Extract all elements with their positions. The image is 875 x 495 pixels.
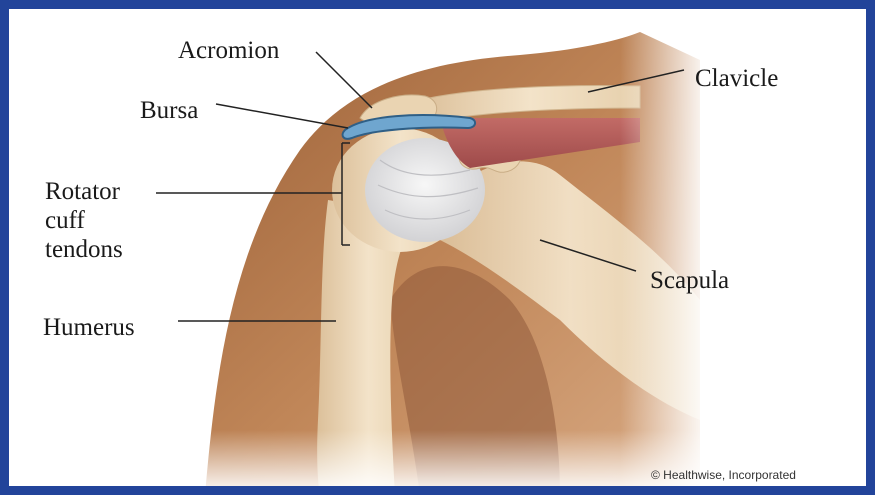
label-rotator-line2: cuff	[45, 206, 85, 235]
label-acromion: Acromion	[178, 37, 279, 65]
label-clavicle: Clavicle	[695, 65, 778, 93]
label-rotator-line1: Rotator	[45, 177, 120, 206]
copyright-credit: © Healthwise, Incorporated	[651, 468, 796, 482]
label-rotator-line3: tendons	[45, 235, 123, 264]
label-scapula: Scapula	[650, 267, 729, 295]
label-bursa: Bursa	[140, 97, 198, 125]
label-humerus: Humerus	[43, 314, 135, 342]
